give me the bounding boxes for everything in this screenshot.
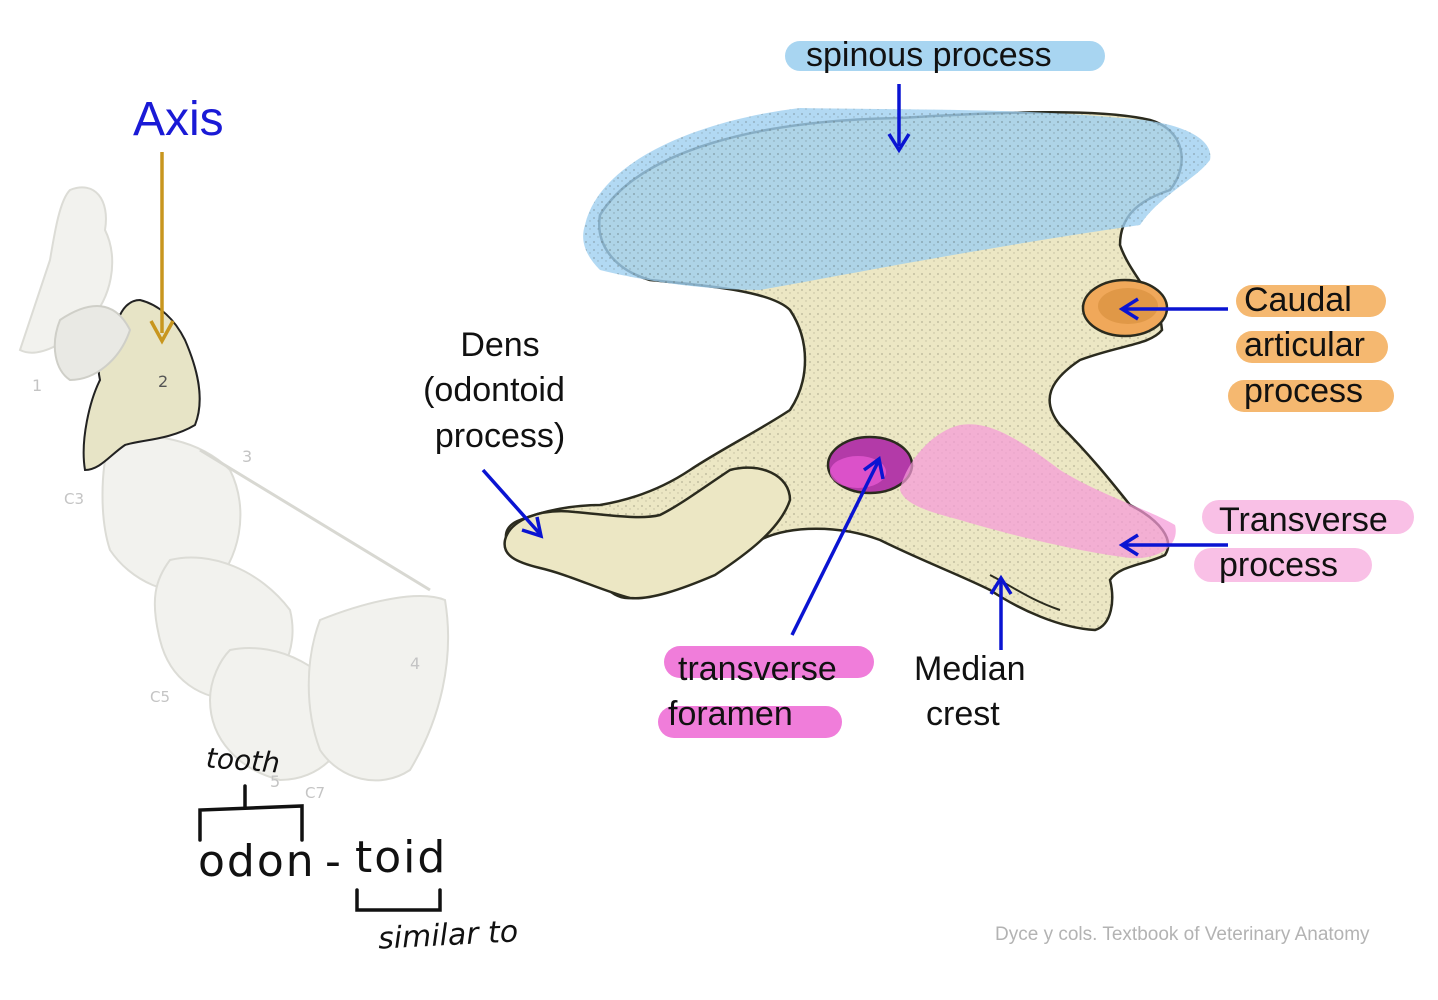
note-odon: odon: [198, 836, 316, 887]
note-tooth: tooth: [204, 741, 282, 780]
neck-number-1: 1: [32, 376, 43, 395]
neck-number-5: 5: [270, 772, 281, 791]
caudal-label-highlight-2: [1236, 331, 1388, 363]
diagram-title: Axis: [133, 93, 224, 146]
label-arrows: [481, 84, 1228, 650]
neck-label-c7: C7: [305, 784, 326, 802]
neck-number-2: 2: [158, 372, 169, 391]
dens-arrow: [481, 468, 542, 536]
median-crest-label-line1: Median: [914, 650, 1026, 688]
source-credit: Dyce y cols. Textbook of Veterinary Anat…: [995, 924, 1370, 945]
nuchal-ligament-line: [199, 448, 431, 592]
transverse-proc-label-highlight-1: [1202, 500, 1414, 534]
transverse-proc-label-highlight-2: [1194, 548, 1372, 582]
axis-pointer-arrowhead: [149, 320, 175, 345]
similar-bracket: [355, 888, 442, 912]
foramen-arrowhead: [862, 455, 885, 480]
spinous-arrowhead: [887, 133, 911, 154]
spinous-label-highlight: [785, 41, 1105, 71]
tooth-bracket: [198, 804, 304, 842]
transverse-process-label-line2: process: [1219, 546, 1339, 584]
spinous-process-label: spinous process: [806, 36, 1052, 74]
dens-label-line2: (odontoid: [423, 371, 565, 409]
neck-label-c3: C3: [64, 490, 85, 508]
dens-arrowhead: [521, 516, 544, 539]
caudal-arrowhead: [1118, 297, 1139, 321]
transverse-foramen-label-line2: foramen: [668, 695, 793, 733]
caudal-label-highlight-1: [1236, 285, 1386, 317]
note-similar-to: similar to: [377, 914, 520, 957]
median-crest-arrowhead: [989, 574, 1013, 595]
caudal-articular-label-line2: articular: [1244, 326, 1365, 364]
dens-label-line1: Dens: [460, 326, 540, 364]
foramen-label-highlight-1: [664, 646, 874, 678]
c7-outline: [307, 595, 450, 782]
caudal-articular-label-line3: process: [1244, 372, 1364, 410]
dens-label-line3: process): [434, 417, 566, 455]
handwriting-brackets: [198, 784, 442, 912]
transverse-process-label-line1: Transverse: [1219, 501, 1388, 539]
spinous-process-stipple: [583, 108, 1211, 290]
neck-number-4: 4: [410, 654, 421, 673]
median-crest-ridge: [989, 574, 1061, 611]
transverse-process-arrowhead: [1118, 533, 1139, 557]
neck-number-3: 3: [242, 447, 253, 466]
caudal-label-highlight-3: [1228, 380, 1394, 412]
transverse-foramen-label-line1: transverse: [678, 650, 837, 688]
atlas-wing: [53, 305, 132, 382]
foramen-arrow: [790, 461, 880, 636]
note-toid: toid: [355, 832, 448, 883]
median-crest-label-line2: crest: [926, 695, 1000, 733]
transverse-process-highlight: [900, 424, 1176, 559]
foramen-label-highlight-2: [658, 706, 842, 738]
note-dash: -: [325, 836, 341, 887]
caudal-articular-label-line1: Caudal: [1244, 281, 1352, 319]
dens: [503, 466, 792, 600]
neck-label-c5: C5: [150, 688, 171, 706]
